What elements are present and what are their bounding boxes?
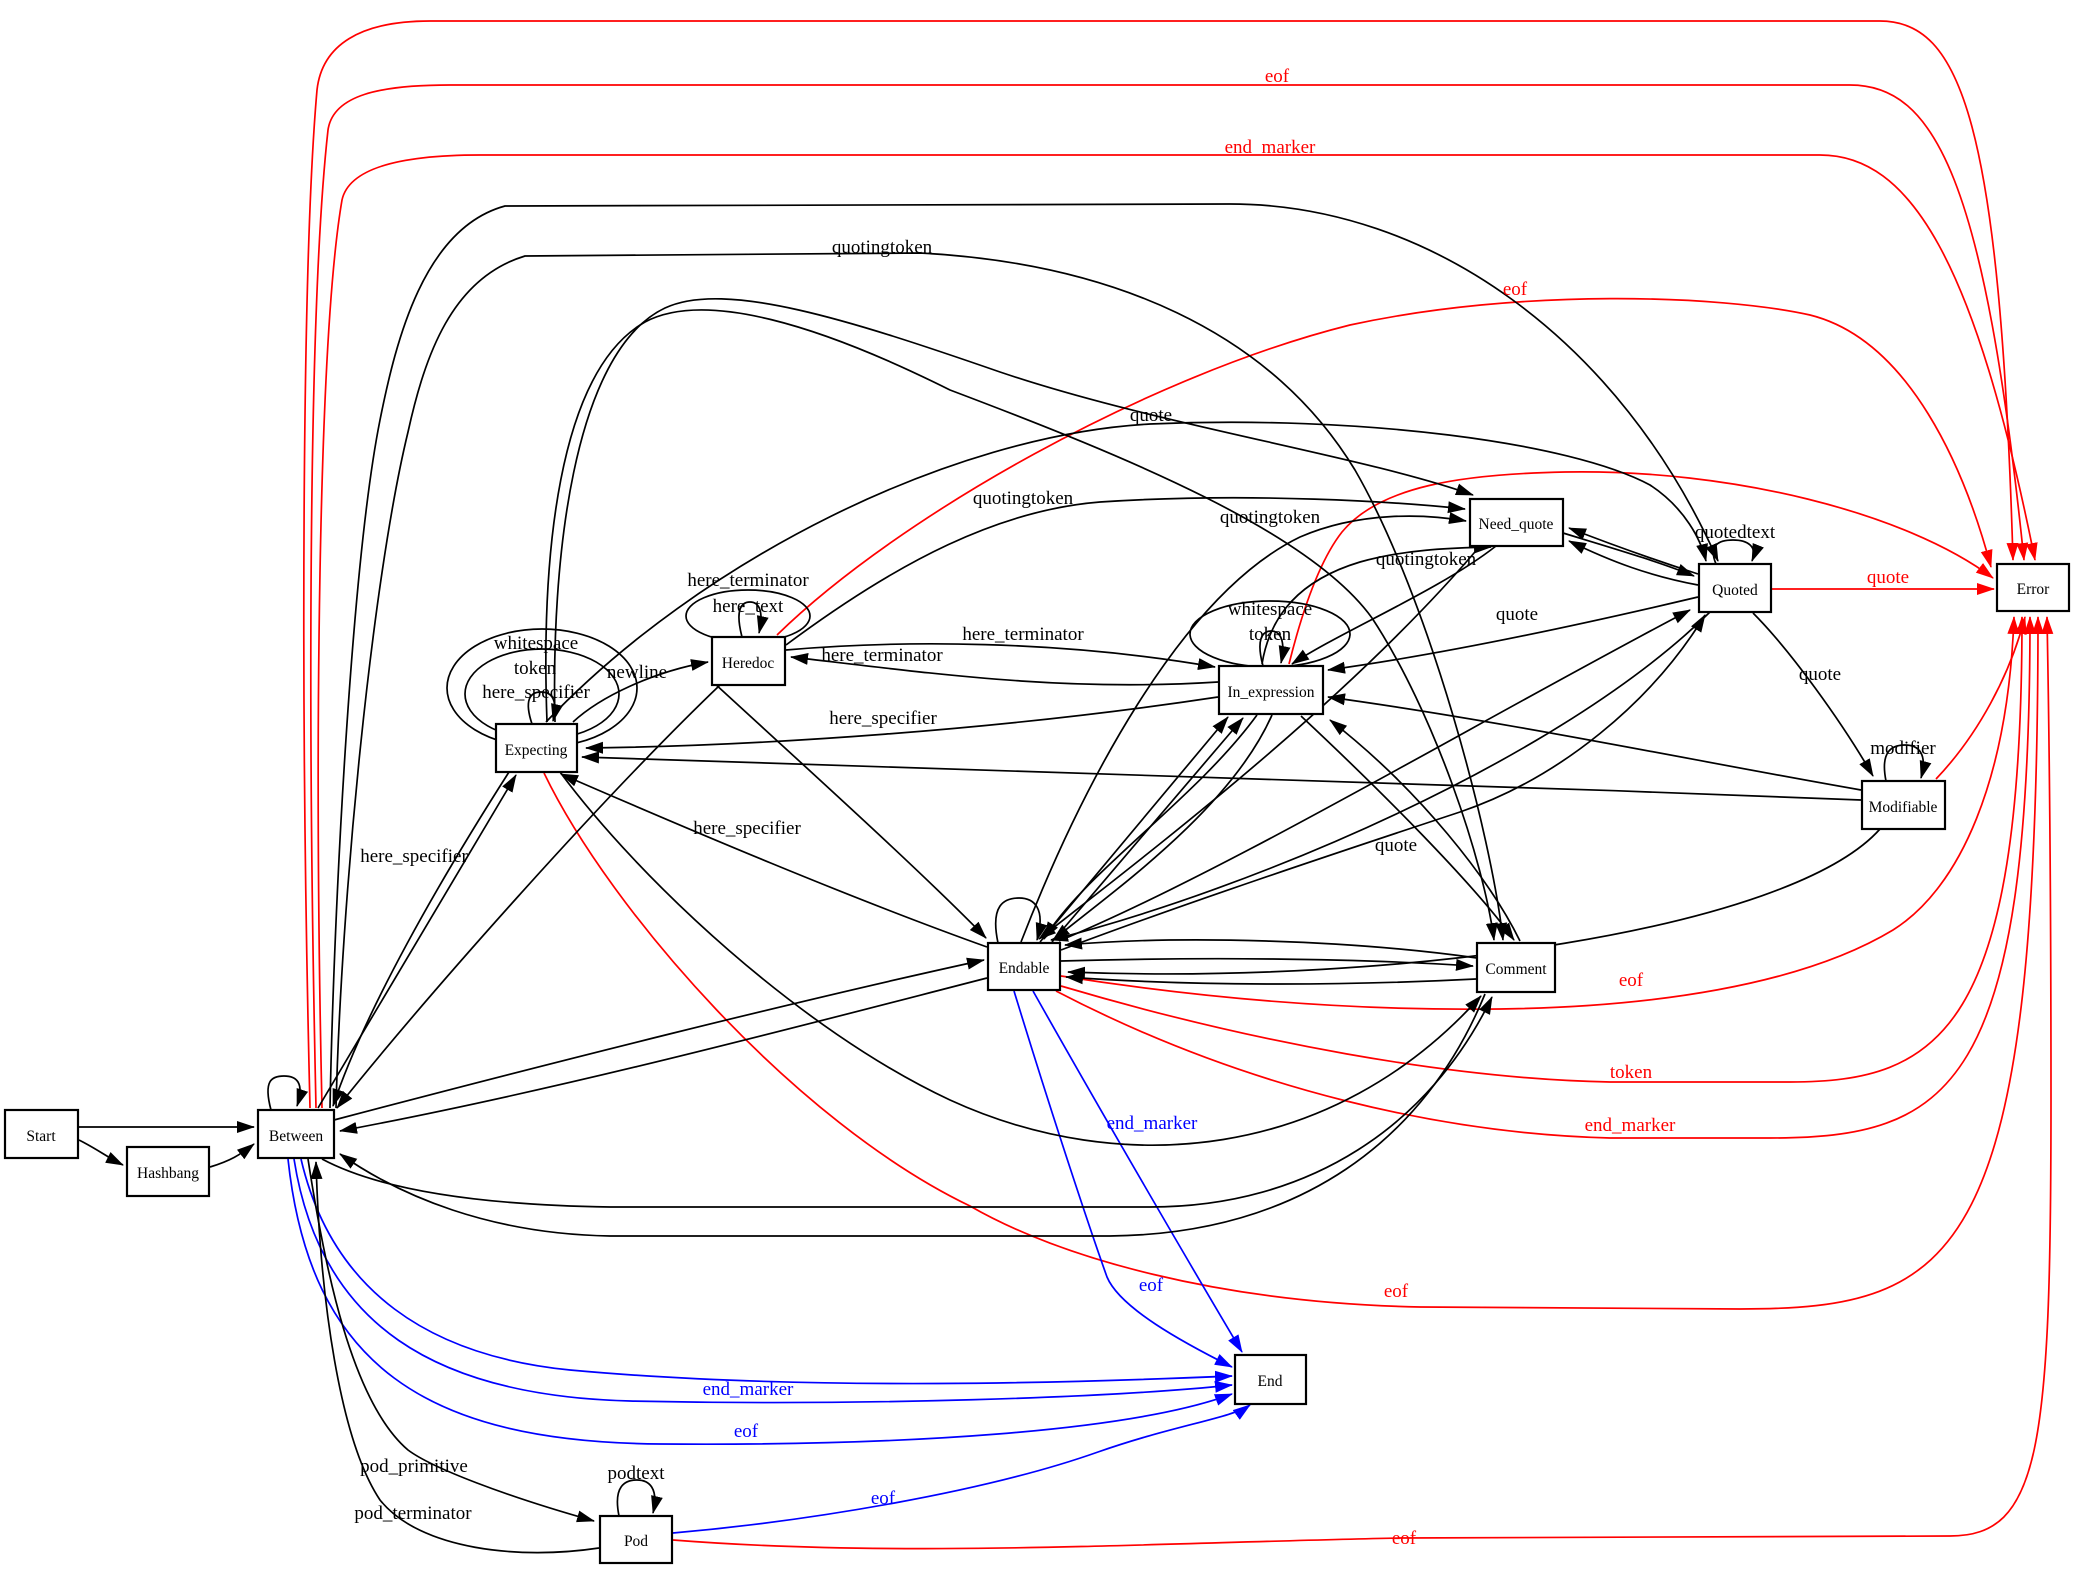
svg-text:whitespace: whitespace bbox=[494, 633, 578, 654]
svg-text:eof: eof bbox=[1139, 1275, 1164, 1296]
svg-text:podtext: podtext bbox=[608, 1463, 666, 1484]
svg-text:token: token bbox=[514, 658, 557, 679]
svg-text:quote: quote bbox=[1130, 405, 1172, 426]
svg-text:eof: eof bbox=[1619, 970, 1644, 991]
svg-text:eof: eof bbox=[734, 1421, 759, 1442]
svg-text:quote: quote bbox=[1799, 664, 1841, 685]
svg-text:Between: Between bbox=[269, 1128, 323, 1145]
svg-text:here_specifier: here_specifier bbox=[360, 846, 468, 867]
svg-text:newline: newline bbox=[607, 662, 667, 683]
svg-text:end_marker: end_marker bbox=[703, 1379, 794, 1400]
svg-text:End: End bbox=[1258, 1373, 1283, 1390]
svg-text:here_specifier: here_specifier bbox=[693, 818, 801, 839]
svg-text:here_terminator: here_terminator bbox=[962, 624, 1084, 645]
svg-text:Modifiable: Modifiable bbox=[1869, 799, 1938, 816]
svg-text:here_text: here_text bbox=[713, 596, 784, 617]
svg-text:quotedtext: quotedtext bbox=[1695, 522, 1776, 543]
svg-text:token: token bbox=[1249, 624, 1292, 645]
svg-text:Comment: Comment bbox=[1485, 961, 1547, 978]
svg-text:Need_quote: Need_quote bbox=[1479, 516, 1554, 533]
svg-text:Quoted: Quoted bbox=[1712, 582, 1758, 599]
svg-text:quotingtoken: quotingtoken bbox=[973, 488, 1074, 509]
svg-text:In_expression: In_expression bbox=[1228, 684, 1315, 701]
svg-text:Heredoc: Heredoc bbox=[722, 655, 775, 672]
svg-text:Start: Start bbox=[26, 1128, 56, 1145]
svg-text:end_marker: end_marker bbox=[1107, 1113, 1198, 1134]
svg-text:eof: eof bbox=[1384, 1281, 1409, 1302]
svg-text:whitespace: whitespace bbox=[1228, 599, 1312, 620]
svg-text:quotingtoken: quotingtoken bbox=[1376, 549, 1477, 570]
svg-text:here_specifier: here_specifier bbox=[482, 682, 590, 703]
svg-text:Pod: Pod bbox=[624, 1533, 648, 1550]
svg-text:here_specifier: here_specifier bbox=[829, 708, 937, 729]
svg-text:end_marker: end_marker bbox=[1225, 137, 1316, 158]
svg-text:Expecting: Expecting bbox=[505, 742, 568, 759]
svg-text:quotingtoken: quotingtoken bbox=[1220, 507, 1321, 528]
svg-text:eof: eof bbox=[1503, 279, 1528, 300]
svg-text:eof: eof bbox=[871, 1488, 896, 1509]
svg-text:Error: Error bbox=[2017, 581, 2051, 598]
svg-text:quotingtoken: quotingtoken bbox=[832, 237, 933, 258]
svg-text:here_terminator: here_terminator bbox=[687, 570, 809, 591]
svg-text:here_terminator: here_terminator bbox=[821, 645, 943, 666]
svg-text:eof: eof bbox=[1392, 1528, 1417, 1549]
svg-text:pod_primitive: pod_primitive bbox=[360, 1456, 468, 1477]
svg-text:Hashbang: Hashbang bbox=[137, 1165, 199, 1182]
svg-text:eof: eof bbox=[1265, 66, 1290, 87]
svg-text:token: token bbox=[1610, 1062, 1653, 1083]
svg-text:quote: quote bbox=[1496, 604, 1538, 625]
svg-text:pod_terminator: pod_terminator bbox=[354, 1503, 472, 1524]
svg-text:Endable: Endable bbox=[999, 960, 1050, 977]
svg-text:modifier: modifier bbox=[1870, 738, 1936, 759]
svg-text:end_marker: end_marker bbox=[1585, 1115, 1676, 1136]
svg-text:quote: quote bbox=[1867, 567, 1909, 588]
svg-text:quote: quote bbox=[1375, 835, 1417, 856]
